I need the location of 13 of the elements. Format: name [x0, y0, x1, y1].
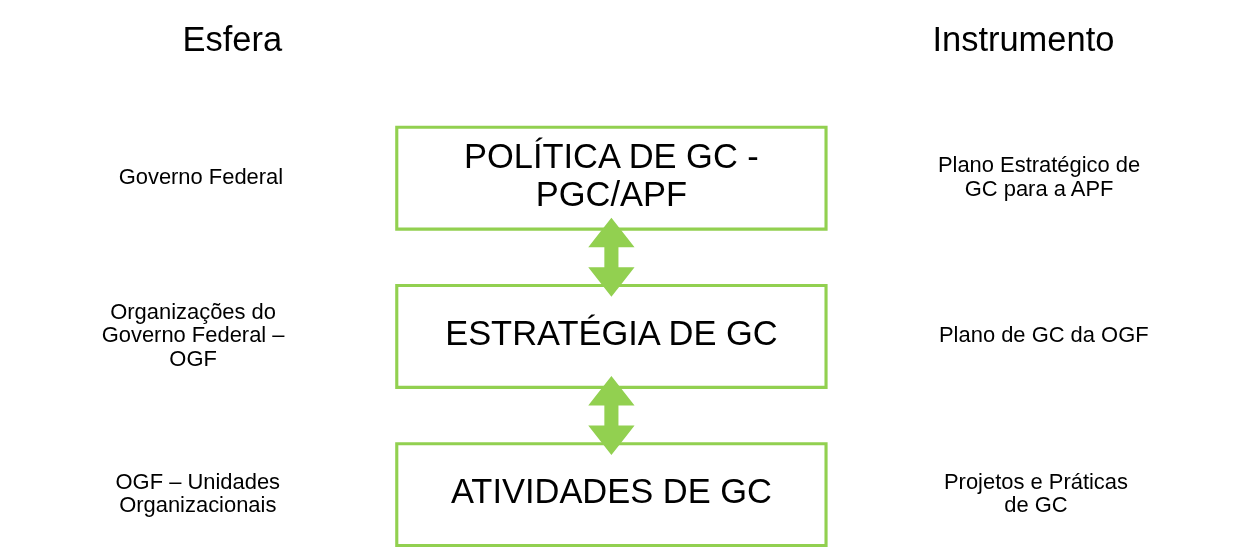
node-box: POLÍTICA DE GC - PGC/APF: [395, 125, 828, 231]
arrow: [588, 376, 635, 455]
label: Projetos e Práticas de GC: [943, 468, 1128, 518]
label: Governo Federal: [118, 163, 284, 189]
label: Instrumento: [932, 20, 1115, 59]
label: Esfera: [182, 20, 283, 59]
arrow: [588, 217, 635, 297]
node-box: ESTRATÉGIA DE GC: [395, 283, 828, 389]
label: Plano de GC da OGF: [939, 322, 1149, 348]
label: OGF – Unidades Organizacionais: [115, 468, 281, 518]
label: Plano Estratégico de GC para a APF: [937, 152, 1141, 201]
node-box: ATIVIDADES DE GC: [395, 442, 828, 548]
label: Organizações do Governo Federal – OGF: [101, 298, 285, 371]
